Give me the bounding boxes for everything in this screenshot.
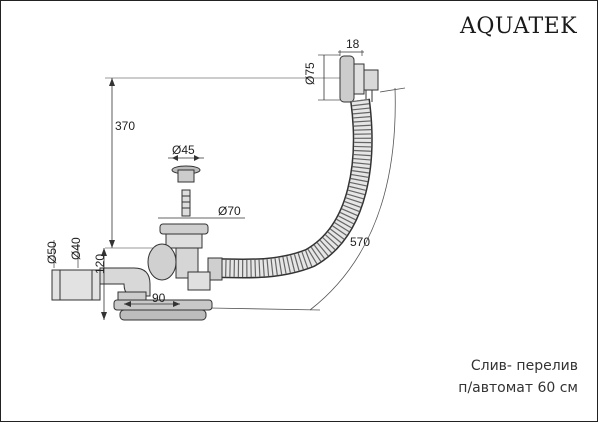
dim-label-d45: Ø45 <box>172 143 195 157</box>
dimension-left: Ø50 Ø40 120 <box>45 237 107 320</box>
dim-label-18: 18 <box>346 37 360 51</box>
dim-label-570: 570 <box>350 235 370 249</box>
dimension-570: 570 <box>209 87 406 311</box>
dim-label-120: 120 <box>93 254 107 274</box>
brand-logo: AQUATEK <box>460 14 578 39</box>
dim-label-d75: Ø75 <box>303 62 317 85</box>
drain-plug: Ø45 <box>168 143 204 217</box>
caption-line-1: Слив- перелив <box>470 358 578 374</box>
dim-label-d40: Ø40 <box>69 237 83 260</box>
drain-body: Ø70 <box>147 204 245 291</box>
corrugated-hose <box>209 98 373 279</box>
dim-label-370: 370 <box>115 119 135 133</box>
overflow-head: Ø75 18 <box>303 37 379 103</box>
dimension-370: 370 <box>105 77 340 249</box>
dim-label-d50: Ø50 <box>45 241 59 264</box>
outlet-elbow <box>51 267 213 321</box>
caption-line-2: п/автомат 60 см <box>458 380 578 396</box>
dim-label-d70: Ø70 <box>218 204 241 218</box>
dimension-90: 90 <box>124 291 180 307</box>
dim-label-90: 90 <box>152 291 166 305</box>
